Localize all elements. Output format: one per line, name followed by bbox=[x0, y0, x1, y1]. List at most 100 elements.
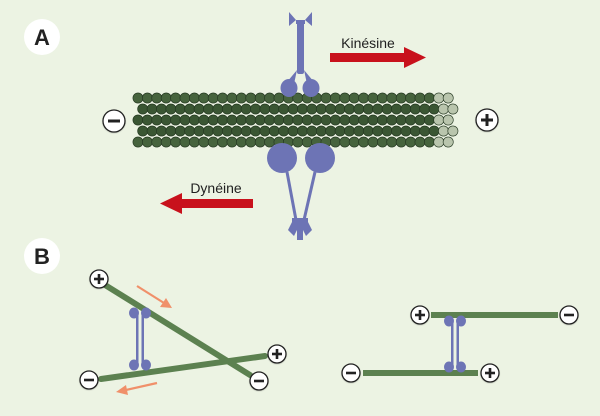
tubulin-subunit bbox=[395, 92, 407, 104]
tubulin-subunit bbox=[306, 103, 318, 115]
panel-b: B bbox=[24, 238, 579, 395]
tubulin-subunit bbox=[264, 136, 275, 148]
tubulin-subunit bbox=[447, 103, 459, 115]
tubulin-subunit bbox=[198, 136, 210, 148]
tubulin-subunit bbox=[188, 92, 200, 104]
tubulin-subunit bbox=[400, 125, 412, 137]
crosslinking-motor-right bbox=[444, 315, 466, 373]
tubulin-subunit bbox=[268, 103, 280, 115]
tubulin-subunit bbox=[259, 125, 271, 137]
tubulin-subunit bbox=[268, 125, 280, 137]
tubulin-subunit bbox=[362, 103, 374, 115]
tubulin-subunit bbox=[188, 136, 200, 148]
tubulin-subunit bbox=[409, 103, 421, 115]
tubulin-subunit bbox=[339, 92, 351, 104]
tubulin-subunit bbox=[146, 125, 158, 137]
tubulin-subunit bbox=[339, 114, 351, 126]
tubulin-subunit bbox=[282, 114, 294, 126]
tubulin-subunit bbox=[353, 103, 365, 115]
plus-end-marker-a bbox=[475, 108, 499, 132]
tubulin-subunit bbox=[423, 136, 435, 148]
tubulin-subunit bbox=[447, 125, 459, 137]
minus-end-marker-b4 bbox=[341, 363, 361, 383]
dynein-direction-arrow bbox=[160, 193, 253, 214]
tubulin-subunit bbox=[165, 103, 177, 115]
tubulin-subunit bbox=[442, 114, 454, 126]
tubulin-subunit bbox=[217, 136, 228, 148]
tubulin-subunit bbox=[414, 136, 426, 148]
dynein-motor bbox=[267, 143, 335, 240]
tubulin-subunit bbox=[221, 125, 233, 137]
tubulin-subunit bbox=[170, 114, 181, 126]
dynein-stalk-left bbox=[285, 171, 298, 221]
tubulin-subunit bbox=[179, 136, 191, 148]
tubulin-subunit bbox=[132, 92, 144, 104]
tubulin-subunit bbox=[245, 136, 257, 148]
tubulin-subunit bbox=[203, 103, 214, 115]
tubulin-subunit bbox=[353, 125, 365, 137]
tubulin-subunit bbox=[301, 136, 313, 148]
tubulin-subunit bbox=[160, 92, 172, 104]
tubulin-subunit bbox=[419, 103, 431, 115]
tubulin-subunit bbox=[442, 92, 454, 104]
tubulin-subunit bbox=[367, 92, 379, 104]
tubulin-subunit bbox=[132, 136, 144, 148]
tubulin-subunit bbox=[433, 114, 445, 126]
tubulin-subunit bbox=[226, 92, 238, 104]
tubulin-subunit bbox=[193, 125, 205, 137]
panel-a-letter: A bbox=[34, 25, 50, 50]
panel-b-letter: B bbox=[34, 244, 50, 269]
tubulin-subunit bbox=[320, 92, 332, 104]
tubulin-subunit bbox=[207, 114, 219, 126]
tubulin-subunit bbox=[348, 114, 360, 126]
tubulin-subunit bbox=[235, 136, 247, 148]
tubulin-subunit bbox=[146, 103, 158, 115]
tubulin-subunit bbox=[438, 125, 449, 137]
tubulin-subunit bbox=[329, 114, 341, 126]
tubulin-subunit bbox=[174, 103, 186, 115]
tubulin-subunit bbox=[207, 136, 219, 148]
tubulin-subunit bbox=[376, 136, 388, 148]
plus-end-marker-b2 bbox=[267, 344, 287, 364]
tubulin-subunit bbox=[329, 136, 341, 148]
tubulin-subunit bbox=[433, 92, 445, 104]
kinesin-label: Kinésine bbox=[341, 35, 395, 51]
tubulin-subunit bbox=[250, 103, 261, 115]
tubulin-subunit bbox=[212, 103, 224, 115]
tubulin-subunit bbox=[292, 114, 304, 126]
tubulin-subunit bbox=[344, 103, 355, 115]
tubulin-subunit bbox=[250, 125, 261, 137]
panel-b-badge bbox=[24, 238, 60, 274]
kinesin-stalk bbox=[297, 22, 304, 74]
tubulin-subunit bbox=[433, 136, 445, 148]
tubulin-subunit bbox=[156, 103, 167, 115]
tubulin-subunit bbox=[235, 92, 247, 104]
tubulin-subunit bbox=[217, 114, 228, 126]
tubulin-subunit bbox=[395, 136, 407, 148]
tubulin-subunit bbox=[386, 92, 398, 104]
kinesin-motor bbox=[280, 12, 320, 97]
dynein-label: Dynéine bbox=[190, 180, 242, 196]
tubulin-subunit bbox=[358, 114, 369, 126]
minus-icon bbox=[108, 119, 120, 123]
tubulin-subunit bbox=[184, 125, 196, 137]
tubulin-subunit bbox=[141, 92, 153, 104]
tubulin-subunit bbox=[245, 92, 257, 104]
tubulin-subunit bbox=[325, 125, 337, 137]
tubulin-subunit bbox=[423, 114, 435, 126]
tubulin-subunit bbox=[315, 103, 327, 115]
tubulin-subunit bbox=[151, 136, 163, 148]
minus-end-marker-b1 bbox=[249, 371, 269, 391]
tubulin-subunit bbox=[179, 114, 191, 126]
kinesin-direction-arrow bbox=[330, 47, 426, 68]
tubulin-subunit bbox=[217, 92, 228, 104]
tubulin-subunit bbox=[235, 114, 247, 126]
tubulin-subunit bbox=[297, 125, 308, 137]
tubulin-subunit bbox=[273, 92, 285, 104]
tubulin-subunit bbox=[386, 114, 398, 126]
tubulin-subunit bbox=[405, 114, 416, 126]
tubulin-subunit bbox=[414, 92, 426, 104]
tubulin-subunit bbox=[301, 114, 313, 126]
tubulin-subunit bbox=[226, 114, 238, 126]
tubulin-subunit bbox=[212, 125, 224, 137]
